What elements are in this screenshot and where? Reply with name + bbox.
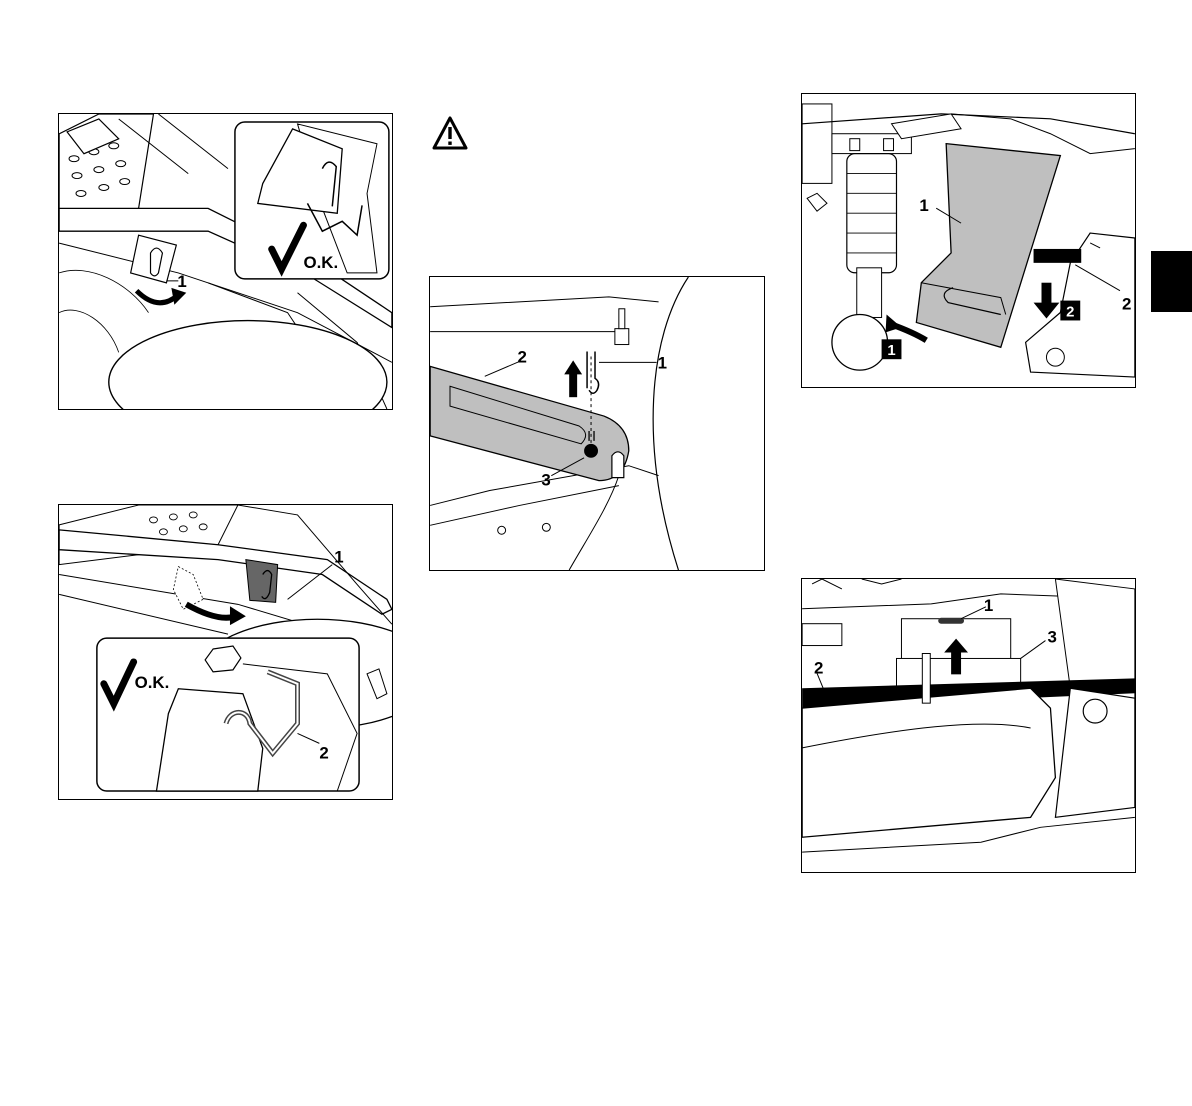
- callout-number: 1: [919, 196, 928, 215]
- callout-number: 1: [658, 353, 667, 372]
- figure-4-guard-installation: 1 2 1 2: [801, 93, 1136, 388]
- figure-2-clip-position: 1 O.K. 2: [58, 504, 393, 800]
- ok-label: O.K.: [135, 673, 170, 692]
- callout-number: 1: [177, 272, 186, 291]
- callout-number: 2: [518, 347, 527, 366]
- figure-3-pin-removal: 1 2 3: [429, 276, 765, 571]
- callout-number: 2: [1122, 295, 1131, 314]
- callout-number: 2: [319, 743, 328, 762]
- section-edge-tab: [1151, 251, 1192, 312]
- callout-number: 2: [814, 658, 823, 677]
- inset-detail: O.K. 2: [97, 638, 359, 791]
- figure-1-clip-mounting: 1 O.K.: [58, 113, 393, 410]
- callout-number: 3: [541, 471, 550, 490]
- warning-triangle-icon: [432, 116, 468, 150]
- inset-detail: O.K.: [235, 122, 389, 279]
- step-badge: 1: [887, 343, 895, 359]
- step-badge: 2: [1066, 304, 1074, 320]
- callout-number: 1: [334, 548, 343, 567]
- figure-5-lever-lift: 1 2 3: [801, 578, 1136, 873]
- callout-number: 1: [984, 596, 993, 615]
- callout-number: 3: [1047, 628, 1056, 647]
- ok-label: O.K.: [303, 253, 338, 272]
